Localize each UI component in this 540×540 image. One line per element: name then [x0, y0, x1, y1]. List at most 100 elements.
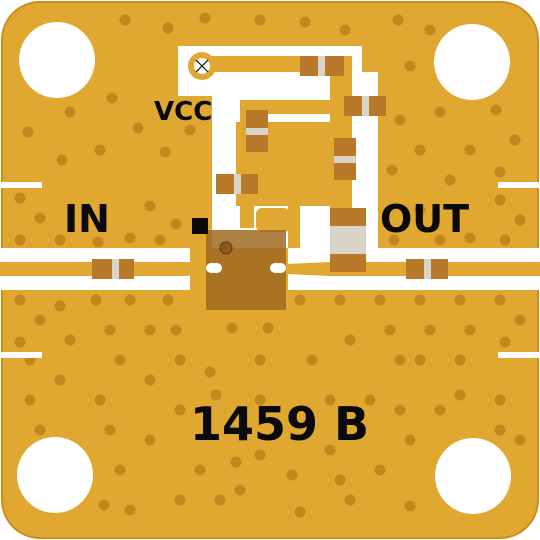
label-vcc: VCC — [154, 97, 212, 127]
ground-via — [124, 504, 136, 516]
ground-via — [454, 389, 466, 401]
ground-via — [344, 334, 356, 346]
ground-via — [434, 404, 446, 416]
mounting-hole-top-left — [19, 22, 95, 98]
ground-via — [414, 354, 426, 366]
ground-via — [54, 374, 66, 386]
silkscreen: VCC IN OUT 1459 B — [64, 97, 469, 451]
ground-via — [162, 294, 174, 306]
ground-via — [22, 126, 34, 138]
ground-via — [226, 322, 238, 334]
ground-via — [262, 322, 274, 334]
ground-via — [24, 394, 36, 406]
ground-via — [14, 234, 26, 246]
ground-via — [199, 12, 211, 24]
ground-via — [14, 192, 26, 204]
ground-via — [234, 484, 246, 496]
ground-via — [34, 212, 46, 224]
mounting-hole-bottom-right — [435, 438, 511, 514]
ground-via — [204, 366, 216, 378]
right-edge-slot-top — [498, 182, 540, 188]
bias-capacitor-top[interactable] — [300, 56, 344, 76]
bias-area-clearance — [178, 46, 378, 248]
ground-via — [514, 314, 526, 326]
rf-output-taper — [286, 262, 330, 276]
ground-via — [254, 14, 266, 26]
part-marking: 1459 B — [190, 397, 369, 451]
ground-via — [386, 164, 398, 176]
ground-via — [174, 494, 186, 506]
ground-via — [174, 404, 186, 416]
ground-via — [374, 294, 386, 306]
ground-via — [374, 464, 386, 476]
ground-via — [14, 294, 26, 306]
ground-via — [414, 204, 426, 216]
ground-via — [444, 174, 456, 186]
ground-via — [334, 294, 346, 306]
components — [92, 56, 448, 310]
ground-via — [14, 336, 26, 348]
ground-via — [119, 14, 131, 26]
ground-via — [499, 234, 511, 246]
ground-via — [54, 300, 66, 312]
ground-via — [324, 444, 336, 456]
ground-via — [490, 104, 502, 116]
ground-via — [392, 14, 404, 26]
input-coupling-capacitor[interactable] — [92, 259, 134, 279]
ground-via — [64, 334, 76, 346]
ground-via — [254, 449, 266, 461]
ground-via — [90, 294, 102, 306]
ground-via — [434, 234, 446, 246]
bias-trace-horizontal — [240, 100, 370, 114]
ground-via — [294, 506, 306, 518]
mounting-hole-bottom-left — [17, 437, 93, 513]
ground-via — [114, 464, 126, 476]
ground-via — [394, 404, 406, 416]
ground-via — [159, 146, 171, 158]
ground-via — [394, 354, 406, 366]
bias-resistor-left[interactable] — [246, 110, 268, 152]
left-edge-slot-bottom — [0, 352, 42, 358]
ground-via — [170, 324, 182, 336]
ground-via — [144, 434, 156, 446]
amplifier-ic[interactable] — [206, 230, 286, 310]
ground-via — [124, 232, 136, 244]
ground-via — [339, 24, 351, 36]
rf-input-taper — [186, 262, 206, 276]
ground-via — [124, 294, 136, 306]
output-choke[interactable] — [330, 208, 366, 272]
rf-choke-pad — [256, 208, 290, 232]
ground-via — [254, 394, 266, 406]
ground-via — [464, 324, 476, 336]
right-edge-slot-bottom — [498, 352, 540, 358]
ground-via — [404, 60, 416, 72]
bias-inductor-right[interactable] — [334, 138, 356, 180]
mounting-hole-top-right — [434, 24, 510, 100]
vcc-test-pad[interactable] — [188, 52, 216, 80]
ground-via — [114, 354, 126, 366]
ground-via — [414, 294, 426, 306]
ground-via — [174, 354, 186, 366]
ground-via — [104, 324, 116, 336]
ground-via-icon — [195, 59, 209, 73]
bias-capacitor-right[interactable] — [344, 96, 386, 116]
ground-via — [210, 389, 222, 401]
ground-via — [514, 434, 526, 446]
ground-via — [54, 234, 66, 246]
decoupling-capacitor-left[interactable] — [216, 174, 258, 194]
ground-via — [104, 424, 116, 436]
ground-via — [334, 474, 346, 486]
pin1-marker-icon — [219, 241, 233, 255]
ground-via — [388, 234, 400, 246]
ground-via — [306, 354, 318, 366]
ground-via — [324, 394, 336, 406]
ground-via — [384, 324, 396, 336]
ground-via — [144, 324, 156, 336]
label-in: IN — [64, 197, 110, 241]
ground-via — [170, 218, 182, 230]
output-coupling-capacitor[interactable] — [406, 259, 448, 279]
ground-via-field — [14, 12, 526, 518]
ground-via — [404, 434, 416, 446]
